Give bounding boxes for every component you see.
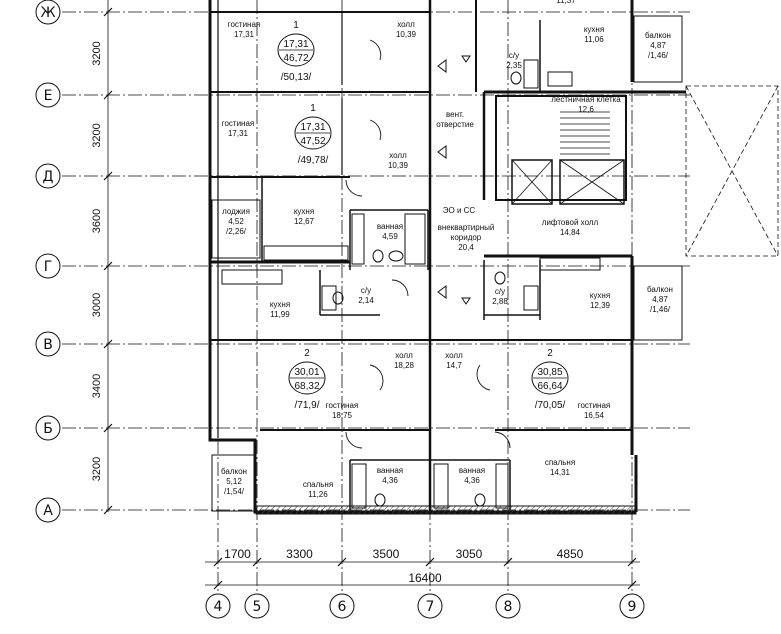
apartment-room-count: 2 <box>547 348 553 359</box>
apartment-total-area: 68,32 <box>294 381 319 392</box>
row-axis-label: Е <box>44 88 53 104</box>
row-axis-bubble: А <box>35 497 61 523</box>
total-dimension: 16400 <box>408 571 442 585</box>
row-axis-bubble: Г <box>35 253 61 279</box>
apartment-summary: 2 30,85 66,64/70,05/ <box>531 348 569 411</box>
corridor-markers <box>437 55 471 305</box>
fixtures <box>221 59 601 509</box>
row-axis-label: В <box>43 337 53 353</box>
dimension-lines: 3200 3200 3600 3000 3400 3200 1700 3300 3500 3050… <box>91 0 640 590</box>
apartment-room-count: 1 <box>310 103 316 114</box>
column-axis-label: 6 <box>338 599 347 615</box>
room-label: ЭО и СС <box>443 206 476 215</box>
row-dimension: 3200 <box>91 457 103 481</box>
room-label: вент.отверстие <box>436 110 474 129</box>
column-axis-label: 5 <box>253 599 262 615</box>
apartment-total-area: 47,52 <box>300 136 325 147</box>
row-axis-bubble: Д <box>35 163 61 189</box>
row-dimension: 3400 <box>91 374 103 398</box>
column-axis-bubble: 8 <box>495 593 521 619</box>
column-dimension: 4850 <box>557 547 584 561</box>
apartment-gross-area: /50,13/ <box>281 72 312 83</box>
apartment-gross-area: /49,78/ <box>298 155 329 166</box>
apartment-summary: 1 17,31 47,52/49,78/ <box>294 103 332 166</box>
column-axis-label: 7 <box>426 599 435 615</box>
apartment-summary: 2 30,01 68,32/71,9/ <box>288 348 326 411</box>
column-dimension: 3300 <box>286 547 313 561</box>
column-axis-bubble: 6 <box>329 593 355 619</box>
row-axis-bubble: Ж <box>35 0 61 25</box>
row-dimension: 3000 <box>91 293 103 317</box>
row-dimension: 3200 <box>91 41 103 65</box>
apartment-summaries: 1 17,31 46,72/50,13/1 17,31 47,52/49,78/2 30,… <box>277 20 569 411</box>
apartment-total-area: 66,64 <box>537 381 562 392</box>
partial-top-label: 11,37 <box>556 0 576 5</box>
column-dimension: 1700 <box>224 547 251 561</box>
apartment-gross-area: /70,05/ <box>535 400 566 411</box>
column-axis-bubble: 5 <box>244 593 270 619</box>
walls <box>208 0 779 515</box>
apartment-gross-area: /71,9/ <box>294 400 319 411</box>
apartment-living-area: 30,85 <box>537 367 562 378</box>
row-axis-label: Б <box>43 421 53 437</box>
column-dimension: 3500 <box>373 547 400 561</box>
column-axis-label: 4 <box>214 599 223 615</box>
row-axis-label: Ж <box>40 5 55 21</box>
column-axis-label: 9 <box>628 599 637 615</box>
row-axis-bubble: Е <box>35 82 61 108</box>
apartment-living-area: 30,01 <box>294 367 319 378</box>
apartment-room-count: 1 <box>293 20 299 31</box>
axis-bubbles: Ж Е Д Г В Б А 4 5 6 7 8 9 <box>35 0 645 619</box>
row-dimension: 3200 <box>91 123 103 147</box>
row-axis-label: Д <box>43 169 54 185</box>
apartment-room-count: 2 <box>304 348 310 359</box>
apartment-living-area: 17,31 <box>283 39 308 50</box>
row-axis-bubble: Б <box>35 415 61 441</box>
column-axis-label: 8 <box>504 599 513 615</box>
row-axis-bubble: В <box>35 331 61 357</box>
apartment-total-area: 46,72 <box>283 53 308 64</box>
row-axis-label: Г <box>44 259 53 275</box>
column-axis-bubble: 4 <box>205 593 231 619</box>
apartment-summary: 1 17,31 46,72/50,13/ <box>277 20 315 83</box>
row-dimension: 3600 <box>91 209 103 233</box>
column-axis-bubble: 9 <box>619 593 645 619</box>
column-axis-bubble: 7 <box>417 593 443 619</box>
apartment-living-area: 17,31 <box>300 122 325 133</box>
column-dimension: 3050 <box>456 547 483 561</box>
row-axis-label: А <box>43 503 53 519</box>
